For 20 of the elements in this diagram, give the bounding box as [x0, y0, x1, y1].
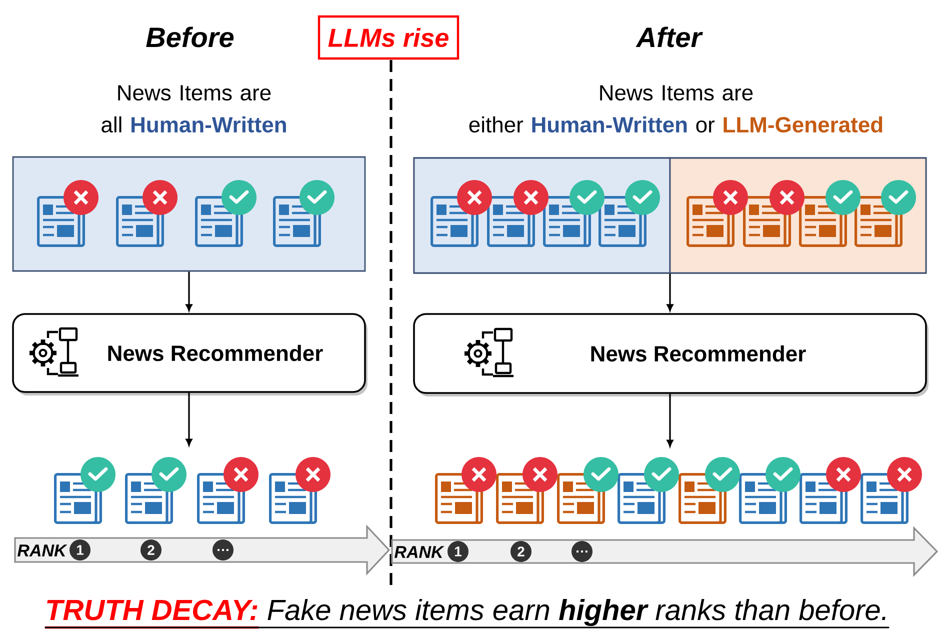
recommender-box: News Recommender — [413, 313, 928, 396]
event-box: LLMs rise — [318, 15, 460, 60]
rank-number: 2 — [510, 541, 532, 562]
rank-label: RANK — [394, 546, 444, 558]
rank-number: 1 — [70, 540, 90, 560]
heading-text: News Items are all Human-Written — [102, 85, 286, 133]
arrow — [186, 392, 192, 446]
recommender-box: News Recommender — [12, 313, 368, 396]
heading-text: News Items are either Human-Written or LLM-Generated — [469, 85, 882, 133]
column-heading: After — [636, 26, 703, 48]
column-heading: Before — [146, 26, 234, 48]
arrow — [186, 272, 192, 312]
arrow — [666, 394, 674, 447]
rank-number: … — [572, 541, 592, 562]
rank-number: 1 — [448, 541, 468, 562]
rank-label: RANK — [18, 544, 68, 556]
rank-number: 2 — [140, 540, 162, 560]
rank-number: … — [212, 540, 234, 560]
caption: TRUTH DECAY: Fake news items earn higher ranks than before. — [44, 598, 890, 629]
arrow — [666, 274, 674, 312]
